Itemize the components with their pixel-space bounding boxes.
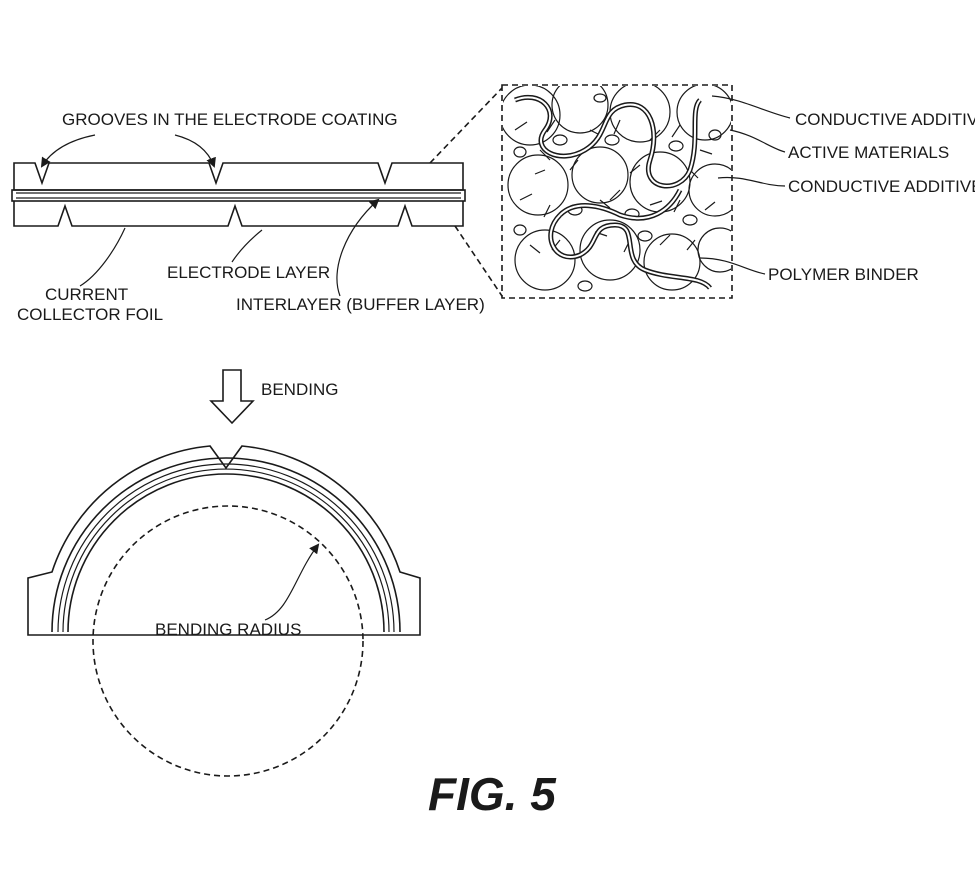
label-current-collector-1: CURRENT xyxy=(45,285,128,304)
label-bending-radius: BENDING RADIUS xyxy=(155,620,301,639)
active-material-particles xyxy=(503,86,731,291)
top-electrode-coating xyxy=(13,162,464,191)
label-conductive-additive-1: CONDUCTIVE ADDITIVE xyxy=(795,110,975,129)
label-bending: BENDING xyxy=(261,380,338,399)
label-conductive-additive-2: CONDUCTIVE ADDITIVE T xyxy=(788,177,975,196)
bent-outer-coating xyxy=(27,445,421,636)
inset-frame xyxy=(501,84,733,299)
label-interlayer: INTERLAYER (BUFFER LAYER) xyxy=(236,295,485,314)
label-active-materials: ACTIVE MATERIALS xyxy=(788,143,949,162)
label-electrode-layer: ELECTRODE LAYER xyxy=(167,263,330,282)
flat-leaders xyxy=(40,134,380,297)
bending-radius-circle xyxy=(92,505,364,777)
current-collector-foil xyxy=(11,189,466,202)
inset-leaders xyxy=(699,95,791,275)
label-grooves: GROOVES IN THE ELECTRODE COATING xyxy=(62,110,398,129)
bent-current-collector xyxy=(51,457,401,633)
conductive-tubes xyxy=(514,94,712,290)
flat-electrode xyxy=(11,162,466,227)
label-current-collector-2: COLLECTOR FOIL xyxy=(17,305,163,324)
microstructure-inset xyxy=(501,84,733,299)
bent-electrode xyxy=(27,445,421,636)
figure-label: FIG. 5 xyxy=(428,768,557,820)
bending-radius-leader xyxy=(264,543,320,621)
bending-arrow xyxy=(209,369,255,425)
zoom-line-top xyxy=(429,87,503,164)
label-polymer-binder: POLYMER BINDER xyxy=(768,265,919,284)
binder-network xyxy=(514,119,716,254)
bottom-electrode-coating xyxy=(13,201,464,227)
zoom-line-bottom xyxy=(454,225,503,297)
